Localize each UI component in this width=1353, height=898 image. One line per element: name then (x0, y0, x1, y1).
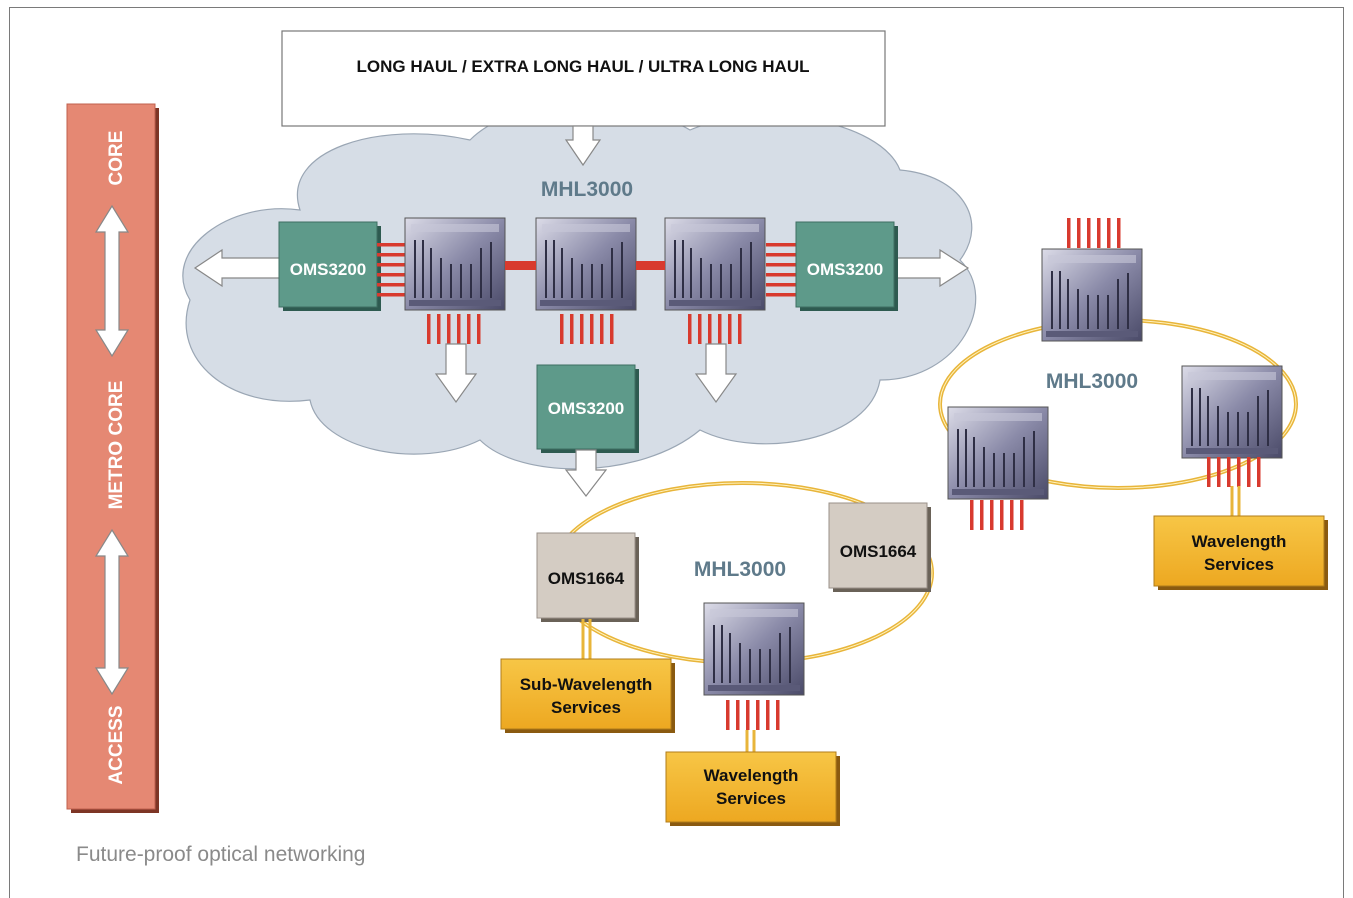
right-services-line1: Wavelength (1192, 532, 1287, 551)
bar-label-metro-core: METRO CORE (106, 381, 127, 510)
bottom-ring-label: MHL3000 (694, 558, 786, 581)
oms3200-left-box (278, 221, 381, 311)
red-link-2-3 (636, 261, 665, 270)
down-arrow-oms3200-bottom (564, 449, 608, 497)
down-arrow-node-1 (434, 343, 478, 404)
red-drops-right-right (1207, 457, 1261, 487)
right-services-line2: Services (1204, 555, 1274, 574)
red-drops-right-top (1067, 218, 1121, 248)
header-box (281, 30, 886, 127)
bottom-services-line2: Services (716, 789, 786, 808)
side-double-arrows (94, 204, 130, 696)
red-drops-right-left (970, 500, 1024, 530)
figure-caption: Future-proof optical networking (76, 843, 366, 866)
right-wavelength-services-box (1153, 515, 1328, 590)
bottom-ring-node (703, 602, 805, 696)
oms3200-bottom-label: OMS3200 (548, 399, 625, 418)
sub-services-line2: Services (551, 698, 621, 717)
oms1664-right-label: OMS1664 (840, 542, 917, 561)
oms3200-bottom-box (536, 364, 639, 453)
bottom-services-line1: Wavelength (704, 766, 799, 785)
bar-label-access: ACCESS (106, 705, 127, 784)
mhl-node-2 (535, 217, 637, 311)
oms1664-left-box (536, 532, 639, 622)
sub-services-line1: Sub-Wavelength (520, 675, 653, 694)
right-ring-node-left (947, 406, 1049, 500)
oms1664-left-label: OMS1664 (548, 569, 625, 588)
oms3200-right-box (795, 221, 898, 311)
right-ring-node-top (1041, 248, 1143, 342)
mhl-node-1 (404, 217, 506, 311)
red-link-1-2 (505, 261, 536, 270)
red-drops-bottom-node (726, 700, 780, 730)
cloud-label: MHL3000 (541, 178, 633, 201)
header-down-arrow (564, 125, 602, 167)
left-out-arrow (193, 248, 281, 288)
oms1664-right-box (828, 502, 931, 592)
oms3200-right-label: OMS3200 (807, 260, 884, 279)
sub-wavelength-services-box (500, 658, 675, 733)
bar-label-core: CORE (106, 131, 127, 186)
right-out-arrow (896, 248, 970, 288)
mhl-node-3 (664, 217, 766, 311)
right-ring-label: MHL3000 (1046, 370, 1138, 393)
header-text: LONG HAUL / EXTRA LONG HAUL / ULTRA LONG… (357, 57, 810, 76)
bottom-wavelength-services-box (665, 751, 840, 826)
down-arrow-node-3 (694, 343, 738, 404)
figure-frame (9, 7, 1344, 898)
oms3200-left-label: OMS3200 (290, 260, 367, 279)
right-ring-node-right (1181, 365, 1283, 459)
